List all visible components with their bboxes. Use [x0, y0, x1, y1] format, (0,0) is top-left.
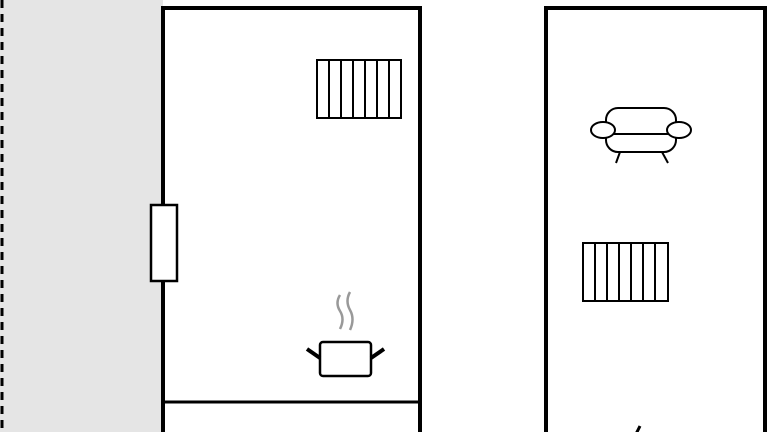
outside-area — [0, 0, 163, 432]
sofa-icon — [590, 107, 692, 164]
cooking-pot-icon — [305, 291, 386, 378]
door-icon[interactable] — [149, 203, 179, 283]
room-kitchen — [149, 6, 422, 432]
room-living — [544, 6, 767, 432]
radiator-icon — [316, 59, 402, 119]
partial-icon — [635, 425, 642, 432]
radiator-icon — [582, 242, 669, 302]
